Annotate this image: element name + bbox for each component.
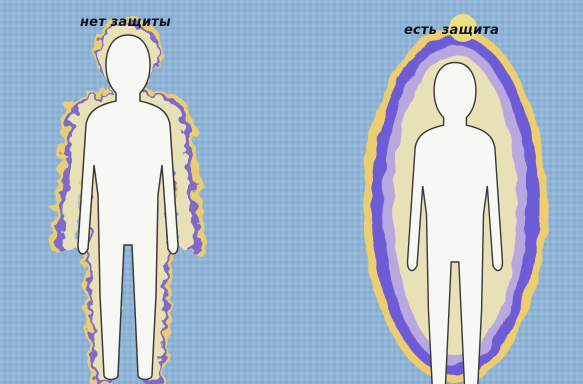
label-has-protection: есть защита: [404, 23, 499, 38]
label-no-protection: нет защиты: [80, 15, 171, 30]
